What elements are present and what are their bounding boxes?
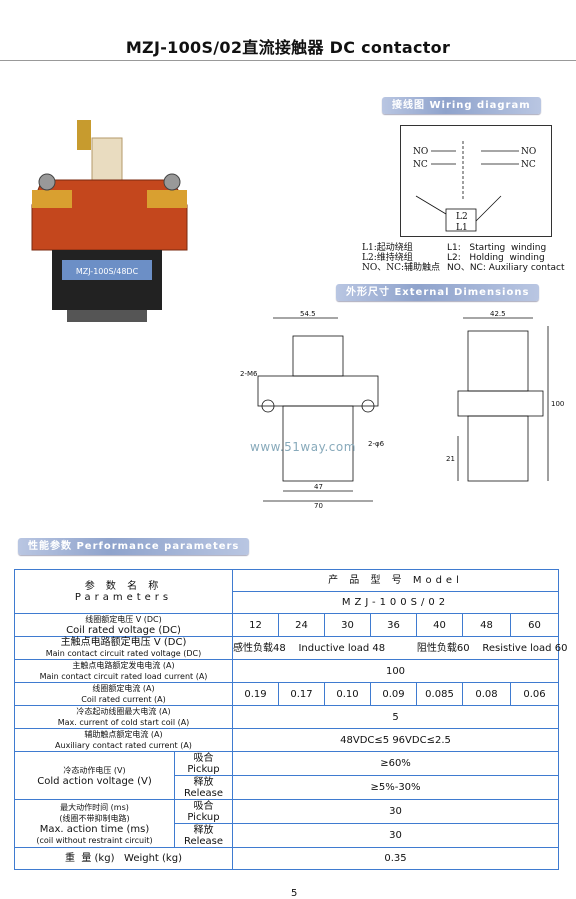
model-header: 产 品 型 号 Model — [231, 569, 560, 592]
current-cell: 0.085 — [416, 682, 463, 706]
side-dimension-drawing: 42.5 100 21 — [446, 310, 564, 482]
voltage-cell: 30 — [324, 613, 371, 637]
row-coil-current-en: Coil rated current (A) — [81, 695, 166, 704]
dim-54-5: 54.5 — [300, 310, 316, 318]
current-cell: 0.10 — [324, 682, 371, 706]
row-action-time-en1: Max. action time (ms) — [39, 823, 150, 835]
row-main-current-en: Main contact circuit rated load current … — [39, 672, 208, 681]
row-cold-start-en: Max. current of cold start coil (A) — [57, 718, 190, 727]
row-action-time-pickup: 30 — [231, 799, 560, 824]
wiring-l1: L1 — [456, 223, 468, 233]
row-weight-value: 0.35 — [231, 847, 560, 870]
dim-42-5: 42.5 — [490, 310, 506, 318]
row-coil-voltage-label: 线圈额定电压 V (DC) Coil rated voltage (DC) — [14, 613, 233, 637]
watermark: www.51way.com — [250, 440, 356, 454]
row-weight-label: 重 量 (kg) Weight (kg) — [14, 847, 233, 870]
current-cell: 0.06 — [509, 682, 560, 706]
title-rule — [0, 60, 576, 61]
dim-70: 70 — [314, 502, 323, 510]
dim-100: 100 — [551, 400, 564, 408]
dim-21: 21 — [446, 455, 455, 463]
pickup-en: Pickup — [187, 811, 220, 823]
page-title: MZJ-100S/02直流接触器 DC contactor — [125, 38, 451, 57]
row-aux-current-en: Auxiliary contact rated current (A) — [55, 741, 192, 750]
row-coil-voltage-en: Coil rated voltage (DC) — [66, 625, 181, 636]
dim-2-m6: 2-M6 — [240, 370, 258, 378]
wiring-no-right: NO — [521, 147, 536, 157]
wiring-l2: L2 — [456, 212, 468, 222]
row-main-voltage-en: Main contact circuit rated voltage (DC) — [45, 649, 202, 658]
row-action-time-zh1: 最大动作时间 (ms) — [60, 802, 129, 812]
param-header: 参 数 名 称 Parameters — [14, 569, 233, 614]
row-cold-action-label: 冷态动作电压 (V) Cold action voltage (V) — [14, 751, 175, 800]
current-cell: 0.19 — [232, 682, 279, 706]
section-tag-dimensions: 外形尺寸 External Dimensions — [336, 284, 540, 301]
row-coil-current-label: 线圈额定电流 (A) Coil rated current (A) — [14, 682, 233, 706]
row-main-voltage-zh: 主触点电路额定电压 V (DC) — [60, 637, 187, 648]
voltage-cell: 12 — [232, 613, 279, 637]
photo-label: MZJ-100S/48DC — [76, 267, 139, 276]
front-dimension-drawing: 54.5 2-M6 2-φ6 47 70 — [240, 310, 385, 510]
voltage-cell: 60 — [509, 613, 560, 637]
dim-47: 47 — [314, 483, 323, 491]
row-cold-start-label: 冷态起动线圈最大电流 (A) Max. current of cold star… — [14, 705, 233, 729]
wiring-legend-chinese: L1:起动绕组 L2:维持绕组 NO、NC:辅助触点 — [362, 243, 441, 273]
voltage-cell: 36 — [370, 613, 417, 637]
current-cell: 0.08 — [462, 682, 511, 706]
pickup-label: 吸合 Pickup — [174, 751, 233, 776]
param-header-zh: 参 数 名 称 — [84, 580, 163, 592]
wiring-legend-english: L1: Starting winding L2: Holding winding… — [447, 243, 565, 273]
release-label: 释放 Release — [174, 823, 233, 848]
row-aux-current-value: 48VDC≤5 96VDC≤2.5 — [231, 728, 560, 752]
contactor-photo: MZJ-100S/48DC — [31, 120, 188, 322]
release-en: Release — [183, 835, 224, 847]
release-en: Release — [183, 787, 224, 799]
row-main-voltage-value: 感性负载48 Inductive load 48 阻性负载60 Resistiv… — [231, 636, 567, 660]
row-cold-action-release: ≥5%-30% — [231, 775, 560, 800]
row-main-current-label: 主触点电路额定发电电流 (A) Main contact circuit rat… — [14, 659, 233, 683]
dim-2-phi6: 2-φ6 — [368, 440, 385, 448]
current-cell: 0.17 — [278, 682, 325, 706]
row-main-current-zh: 主触点电路额定发电电流 (A) — [72, 661, 175, 670]
performance-table: 参 数 名 称 Parameters 产 品 型 号 Model MZJ-100… — [14, 569, 567, 870]
pickup-zh: 吸合 — [193, 752, 214, 764]
row-main-current-value: 100 — [231, 659, 560, 683]
voltage-cell: 40 — [416, 613, 463, 637]
current-cell: 0.09 — [370, 682, 417, 706]
row-action-time-zh2: (线圈不带抑制电路) — [59, 813, 130, 823]
pickup-en: Pickup — [187, 763, 220, 775]
row-main-voltage-label: 主触点电路额定电压 V (DC) Main contact circuit ra… — [14, 636, 233, 660]
row-coil-voltage-zh: 线圈额定电压 V (DC) — [85, 615, 162, 624]
voltage-cell: 48 — [462, 613, 511, 637]
wiring-diagram: NO NC NO NC L2 L1 — [400, 125, 552, 237]
wiring-no-left: NO — [413, 147, 428, 157]
section-tag-performance: 性能参数 Performance parameters — [18, 538, 250, 555]
release-zh: 释放 — [193, 824, 214, 836]
row-cold-action-en: Cold action voltage (V) — [37, 775, 152, 787]
row-aux-current-label: 辅助触点额定电流 (A) Auxiliary contact rated cur… — [14, 728, 233, 752]
page-number: 5 — [291, 888, 298, 899]
row-cold-start-value: 5 — [231, 705, 560, 729]
row-coil-current-zh: 线圈额定电流 (A) — [92, 684, 155, 693]
release-zh: 释放 — [193, 776, 214, 788]
row-action-time-en2: (coil without restraint circuit) — [36, 835, 153, 845]
row-cold-start-zh: 冷态起动线圈最大电流 (A) — [76, 707, 171, 716]
pickup-zh: 吸合 — [193, 800, 214, 812]
wiring-nc-left: NC — [413, 160, 428, 170]
row-cold-action-zh: 冷态动作电压 (V) — [63, 765, 126, 775]
voltage-cell: 24 — [278, 613, 325, 637]
model-value: MZJ-100S/02 — [231, 591, 560, 614]
wiring-nc-right: NC — [521, 160, 536, 170]
row-cold-action-pickup: ≥60% — [231, 751, 560, 776]
param-header-en: Parameters — [74, 591, 173, 603]
pickup-label: 吸合 Pickup — [174, 799, 233, 824]
section-tag-wiring: 接线图 Wiring diagram — [382, 97, 541, 114]
release-label: 释放 Release — [174, 775, 233, 800]
row-action-time-label: 最大动作时间 (ms) (线圈不带抑制电路) Max. action time … — [14, 799, 175, 848]
row-action-time-release: 30 — [231, 823, 560, 848]
row-aux-current-zh: 辅助触点额定电流 (A) — [84, 730, 163, 739]
